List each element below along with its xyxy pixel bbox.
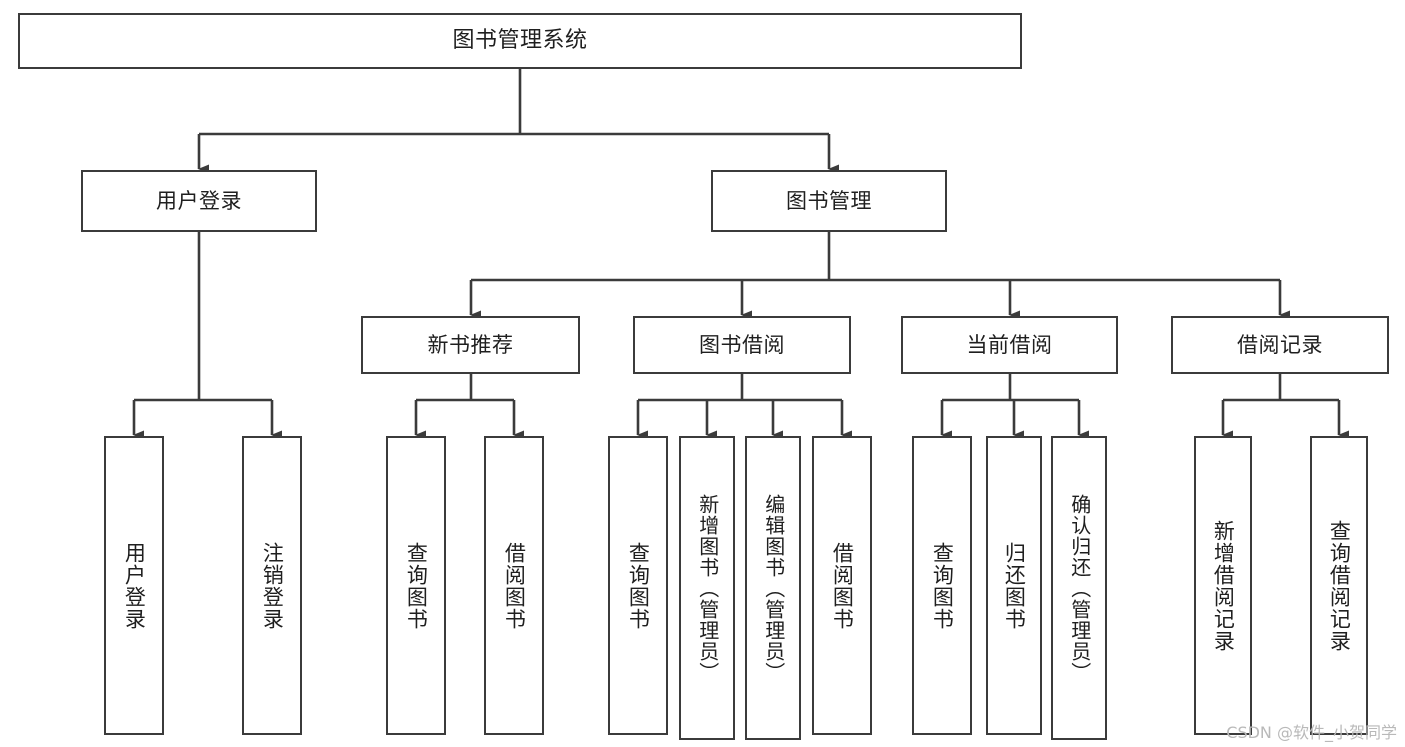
node-label-leaf-add-book-admin: 新增图书（管理员）	[695, 493, 720, 683]
node-leaf-query-book-current[interactable]: 查询图书	[912, 436, 972, 735]
node-label-leaf-confirm-return-admin: 确认归还（管理员）	[1067, 493, 1092, 683]
node-leaf-query-book-borrow[interactable]: 查询图书	[608, 436, 668, 735]
node-book-borrow[interactable]: 图书借阅	[633, 316, 851, 374]
node-label-leaf-logout: 注销登录	[260, 541, 285, 630]
node-label-current-borrow: 当前借阅	[966, 332, 1053, 357]
node-label-book-management: 图书管理	[786, 188, 872, 213]
node-borrow-record[interactable]: 借阅记录	[1171, 316, 1389, 374]
node-user-login[interactable]: 用户登录	[81, 170, 317, 232]
node-label-leaf-user-login: 用户登录	[122, 541, 147, 630]
node-label-leaf-return-book: 归还图书	[1002, 541, 1027, 630]
node-label-leaf-edit-book-admin: 编辑图书（管理员）	[761, 493, 786, 683]
node-leaf-confirm-return-admin[interactable]: 确认归还（管理员）	[1051, 436, 1107, 740]
node-label-leaf-borrow-book-rec: 借阅图书	[502, 541, 527, 630]
node-leaf-return-book[interactable]: 归还图书	[986, 436, 1042, 735]
node-root[interactable]: 图书管理系统	[18, 13, 1022, 69]
node-label-root: 图书管理系统	[452, 28, 588, 54]
node-leaf-add-borrow-record[interactable]: 新增借阅记录	[1194, 436, 1252, 735]
node-label-leaf-add-borrow-record: 新增借阅记录	[1211, 519, 1236, 652]
node-label-leaf-query-book-rec: 查询图书	[404, 541, 429, 630]
node-label-book-borrow: 图书借阅	[699, 332, 785, 357]
node-book-management[interactable]: 图书管理	[711, 170, 947, 232]
node-label-new-book-recommend: 新书推荐	[427, 332, 514, 357]
node-leaf-borrow-book[interactable]: 借阅图书	[812, 436, 872, 735]
node-label-leaf-query-book-current: 查询图书	[930, 541, 955, 630]
node-label-leaf-borrow-book: 借阅图书	[830, 541, 855, 630]
node-current-borrow[interactable]: 当前借阅	[901, 316, 1118, 374]
node-leaf-user-login[interactable]: 用户登录	[104, 436, 164, 735]
node-label-borrow-record: 借阅记录	[1237, 332, 1323, 357]
node-leaf-query-book-rec[interactable]: 查询图书	[386, 436, 446, 735]
node-leaf-query-borrow-record[interactable]: 查询借阅记录	[1310, 436, 1368, 735]
node-leaf-logout[interactable]: 注销登录	[242, 436, 302, 735]
node-label-leaf-query-book-borrow: 查询图书	[626, 541, 651, 630]
connector-lines	[132, 69, 1349, 440]
node-leaf-borrow-book-rec[interactable]: 借阅图书	[484, 436, 544, 735]
node-new-book-recommend[interactable]: 新书推荐	[361, 316, 580, 374]
node-leaf-edit-book-admin[interactable]: 编辑图书（管理员）	[745, 436, 801, 740]
node-label-leaf-query-borrow-record: 查询借阅记录	[1327, 519, 1352, 652]
node-label-user-login: 用户登录	[156, 188, 242, 213]
node-leaf-add-book-admin[interactable]: 新增图书（管理员）	[679, 436, 735, 740]
